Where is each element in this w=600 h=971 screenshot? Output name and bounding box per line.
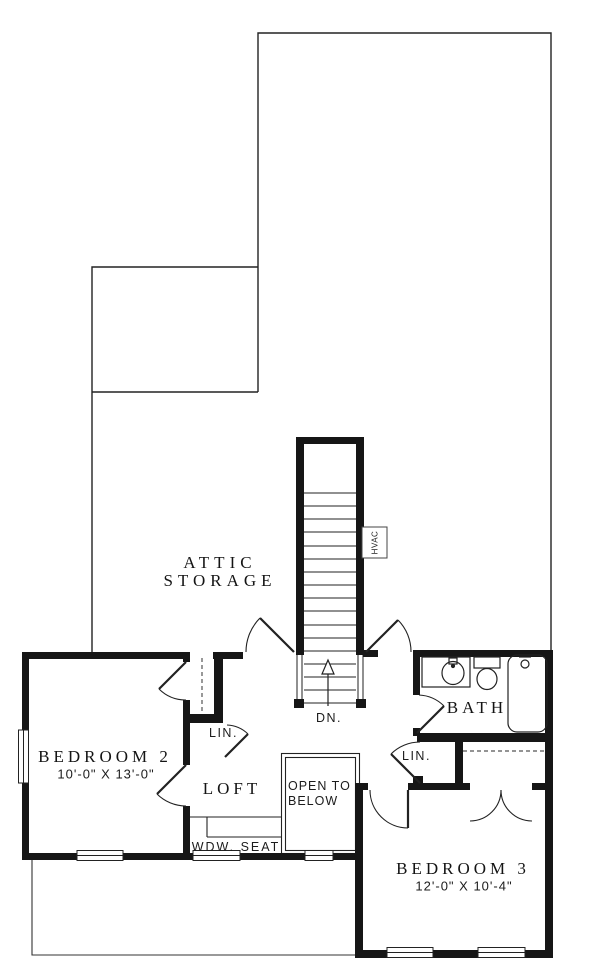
door-bath [416, 694, 445, 734]
linen-closet-left-label: LIN. [209, 726, 238, 740]
bedroom2-dimensions: 10'-0" X 13'-0" [57, 766, 155, 782]
attic-storage-label-line1: ATTIC [183, 553, 257, 572]
toilet [473, 656, 501, 691]
door-bedroom2-closet [158, 661, 187, 701]
bath-fixtures [421, 654, 548, 733]
bath-label: BATH [446, 698, 508, 717]
open-to-below-line1: OPEN TO [288, 779, 351, 793]
loft-label: LOFT [202, 779, 262, 798]
stair-newel-posts [294, 699, 366, 708]
bedroom3-label: BEDROOM 3 [396, 859, 530, 878]
hvac-label-text: HVAC [369, 530, 379, 555]
door-bedroom2-entry [156, 764, 187, 807]
window-bedroom2-left [18, 729, 29, 784]
door-linen-left [224, 724, 249, 758]
stair-railing [296, 655, 364, 699]
window-bedroom3-right [477, 947, 526, 958]
door-attic-left [245, 617, 295, 653]
linen-closet-right-label: LIN. [402, 749, 431, 763]
attic-storage-label-line2: STORAGE [163, 571, 277, 590]
attic-outline [91, 32, 552, 652]
window-seat-window [192, 850, 241, 861]
door-bedroom3-entry [369, 789, 410, 829]
first-floor-outline [31, 860, 358, 956]
open-to-below-line2: BELOW [288, 794, 339, 808]
window-bedroom3-left [386, 947, 434, 958]
doors [156, 617, 533, 829]
hvac-box [361, 526, 388, 559]
door-attic-right [365, 619, 412, 653]
window-seat-label: WDW. SEAT [191, 840, 281, 854]
door-linen-right [390, 741, 421, 784]
window-seat-outline [188, 816, 281, 838]
closet-dashed-lines [201, 658, 544, 752]
hvac-label: HVAC [362, 527, 387, 558]
down-arrow [321, 658, 335, 706]
bedroom2-label: BEDROOM 2 [38, 747, 172, 766]
open-to-below-label: OPEN TO BELOW [288, 779, 351, 809]
sink-vanity [421, 656, 471, 688]
attic-storage-label: ATTIC STORAGE [163, 554, 276, 590]
stairs-down-label: DN. [315, 711, 343, 725]
bathtub [507, 654, 548, 733]
window-bedroom2-bottom [76, 850, 124, 861]
windows [18, 729, 526, 958]
door-bedroom3-closet-double [469, 789, 533, 822]
bedroom3-dimensions: 12'-0" X 10'-4" [415, 878, 513, 894]
window-open-below [304, 850, 334, 861]
